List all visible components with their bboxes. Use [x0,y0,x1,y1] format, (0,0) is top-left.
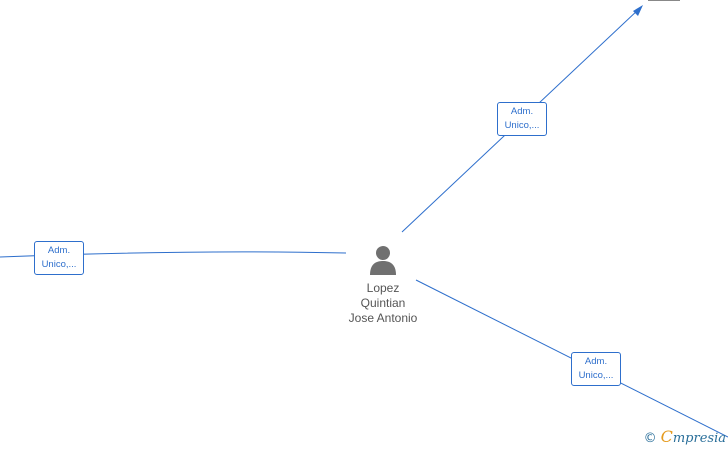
role-label-line2: Unico,... [504,120,540,131]
copyright-symbol: © [643,431,657,446]
role-label-line1: Adm. [584,356,608,367]
person-name-line3: Jose Antonio [348,311,418,325]
person-icon [370,246,396,275]
brand-logo-text: mpresia [672,431,726,446]
role-label-line2: Unico,... [41,259,77,270]
role-label-line1: Adm. [47,245,71,256]
brand-logo-e: C [660,427,673,446]
person-name-line1: Lopez [366,281,400,295]
offscreen-node-edge[interactable] [648,0,680,1]
arrowhead-icon [633,5,643,16]
brand-watermark: ©Cmpresia [644,427,726,446]
person-name-line2: Quintian [360,296,406,310]
role-label-top-right[interactable]: Adm. Unico,... [497,102,547,136]
role-label-line1: Adm. [510,106,534,117]
role-label-line2: Unico,... [578,370,614,381]
person-node[interactable]: Lopez Quintian Jose Antonio [331,244,435,326]
role-label-bottom-right[interactable]: Adm. Unico,... [571,352,621,386]
role-label-left[interactable]: Adm. Unico,... [34,241,84,275]
